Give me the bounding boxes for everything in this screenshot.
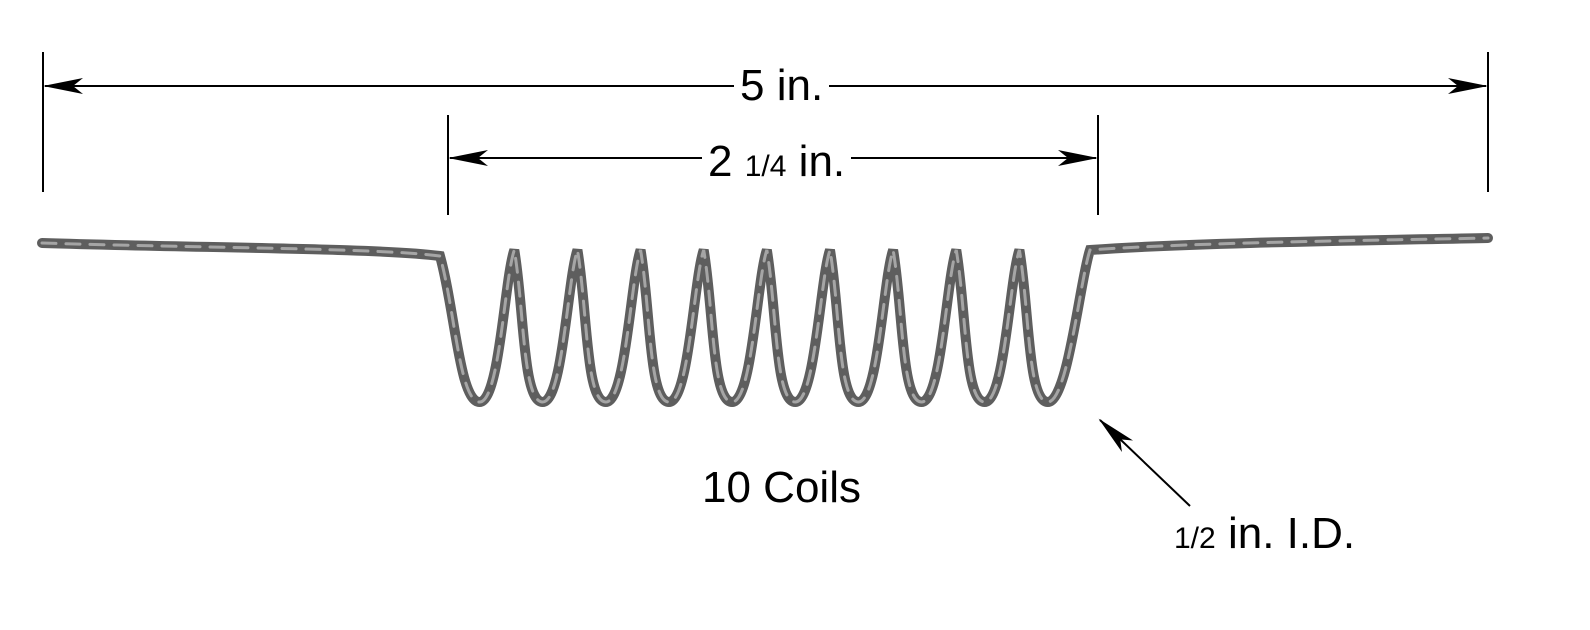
- overall-length-label: 5 in.: [734, 64, 830, 108]
- inner-diameter-label: 1/2 in. I.D.: [1168, 509, 1362, 558]
- wire-highlight: [40, 236, 1490, 404]
- coil-count-label: 10 Coils: [696, 466, 867, 510]
- inner-diameter-unit: in. I.D.: [1227, 509, 1356, 558]
- coil-length-label: 2 1/4 in.: [702, 137, 852, 186]
- wire-body: [37, 233, 1493, 408]
- coil-length-fraction: 1/4: [744, 150, 787, 183]
- coil-length-whole: 2: [708, 137, 733, 186]
- twisted-wire-spring: [37, 233, 1493, 408]
- inner-diameter-leader: [1098, 418, 1191, 507]
- inner-diameter-fraction: 1/2: [1174, 522, 1216, 555]
- coil-length-unit: in.: [798, 137, 846, 186]
